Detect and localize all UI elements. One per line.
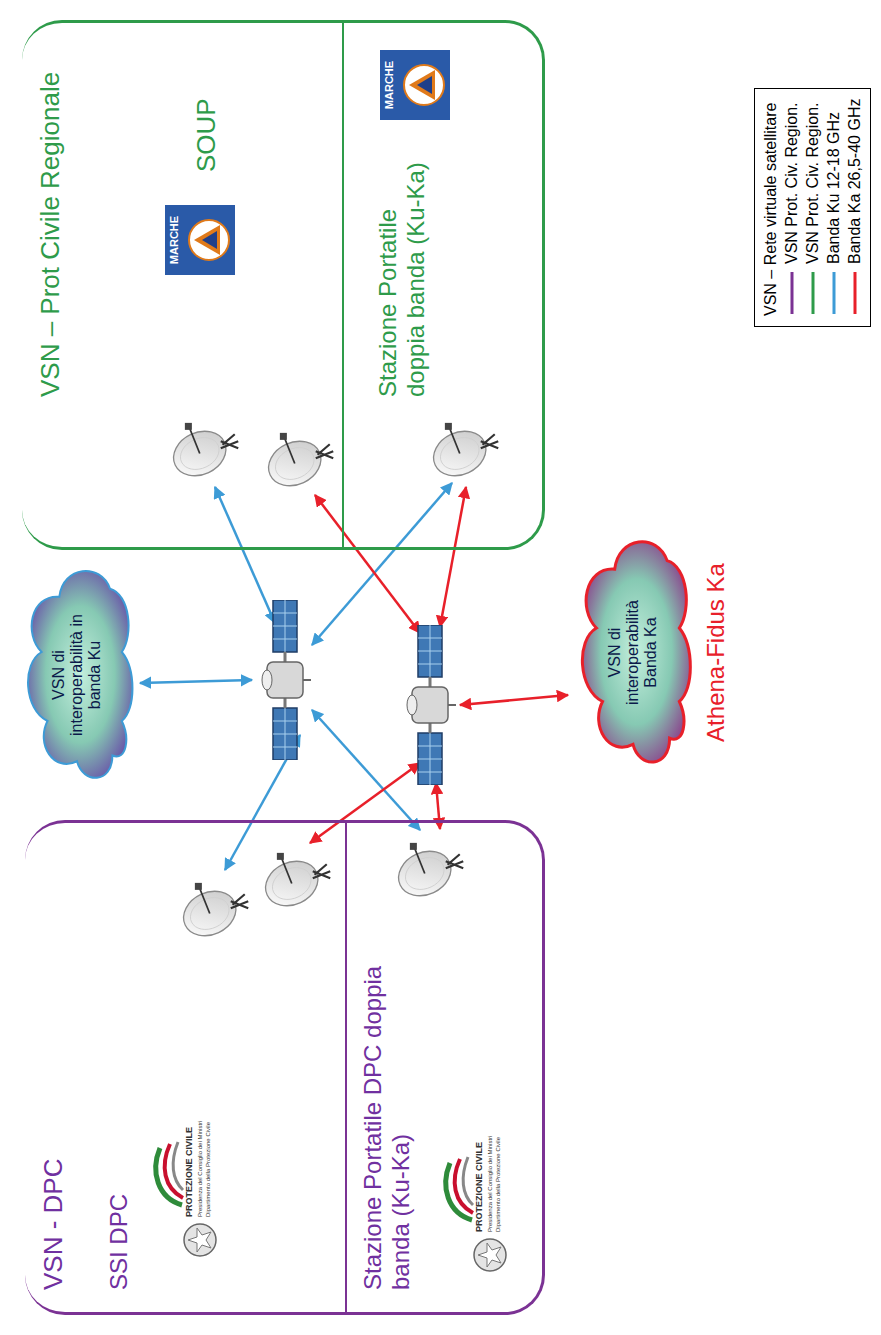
- dish-antenna: [258, 853, 330, 914]
- section-title: SOUP: [192, 52, 222, 172]
- ku-links: [140, 483, 452, 870]
- ka-link: [310, 763, 420, 843]
- legend-text: VSN Prot. Civ. Region.: [804, 102, 822, 264]
- logo-text: Dipartimento della Protezione Civile: [495, 1137, 502, 1232]
- ka-link: [440, 487, 466, 627]
- ku-link: [312, 483, 452, 645]
- legend-line: [787, 270, 797, 316]
- dish-antenna: [261, 433, 333, 494]
- legend-text: Banda Ka 26,5-40 GHz: [846, 99, 864, 264]
- dish-antenna: [166, 423, 238, 484]
- dish-antenna: [426, 423, 498, 484]
- ku-link: [312, 710, 420, 830]
- legend-text: VSN Prot. Civ. Region.: [783, 102, 801, 264]
- station-section: Stazione Portatile DPC doppia banda (Ku-…: [345, 823, 539, 1312]
- logo-text: Presidenza del Consiglio dei Ministri: [197, 1121, 204, 1217]
- network-cloud: VSN di interoperabilità Banda KaAthena-F…: [572, 530, 694, 775]
- ku-link: [140, 680, 252, 683]
- legend-line: [829, 270, 839, 316]
- logo-text: Presidenza del Consiglio dei Ministri: [487, 1136, 494, 1232]
- dish-antenna: [176, 883, 248, 944]
- section-title: Stazione Portatile DPC doppia banda (Ku-…: [359, 960, 414, 1290]
- station-section: Stazione Portatile doppia banda (Ku-Ka): [342, 23, 539, 547]
- ku-link: [215, 487, 275, 623]
- section-title: SSI DPC: [105, 1090, 133, 1290]
- dish-antenna: [391, 843, 463, 904]
- legend-row: VSN Prot. Civ. Region.: [802, 99, 823, 316]
- section-title: Stazione Portatile doppia banda (Ku-Ka): [374, 137, 429, 397]
- ka-link: [460, 695, 568, 705]
- legend-row: Banda Ka 26,5-40 GHz: [844, 99, 865, 316]
- legend: VSN – Rete virtuale satellitareVSN Prot.…: [754, 88, 871, 327]
- legend-line: [850, 270, 860, 316]
- legend-line: [808, 270, 818, 316]
- ka-links: [310, 487, 568, 843]
- ka-link: [315, 495, 420, 633]
- legend-row: Banda Ku 12-18 GHz: [823, 99, 844, 316]
- legend-text: Banda Ku 12-18 GHz: [825, 112, 843, 264]
- cloud-label: VSN di interoperabilità Banda Ka: [606, 578, 661, 728]
- logo-text: MARCHE: [168, 205, 181, 275]
- logo-text: PROTEZIONE CIVILE: [474, 1142, 484, 1232]
- cloud-label: VSN di interoperabilità in banda Ku: [50, 600, 105, 750]
- satellite-ku: [262, 600, 311, 760]
- panel-title: VSN – Prot Civile Regionale: [36, 37, 66, 397]
- panel-title: VSN - DPC: [39, 990, 69, 1290]
- network-cloud: VSN di interoperabilità in banda Ku: [18, 560, 136, 790]
- station-section: SSI DPC: [97, 823, 345, 1312]
- marche-logo: [165, 205, 235, 275]
- legend-row: VSN – Rete virtuale satellitare: [760, 99, 781, 316]
- network-panel: SOUP Stazione Portatile doppia banda (Ku-…: [22, 20, 545, 550]
- logo-text: PROTEZIONE CIVILE: [184, 1127, 194, 1217]
- cloud-heading: Athena-Fidus Ka: [702, 533, 730, 773]
- legend-row: VSN Prot. Civ. Region.: [781, 99, 802, 316]
- station-section: SOUP: [94, 23, 342, 547]
- logo-text: MARCHE: [383, 50, 396, 120]
- logo-text: Dipartimento della Protezione Civile: [205, 1122, 212, 1217]
- marche-logo: [380, 50, 450, 120]
- satellite-ka: [407, 625, 456, 785]
- network-panel: SSI DPC Stazione Portatile DPC doppia ban…: [25, 820, 545, 1315]
- legend-text: VSN – Rete virtuale satellitare: [762, 103, 780, 316]
